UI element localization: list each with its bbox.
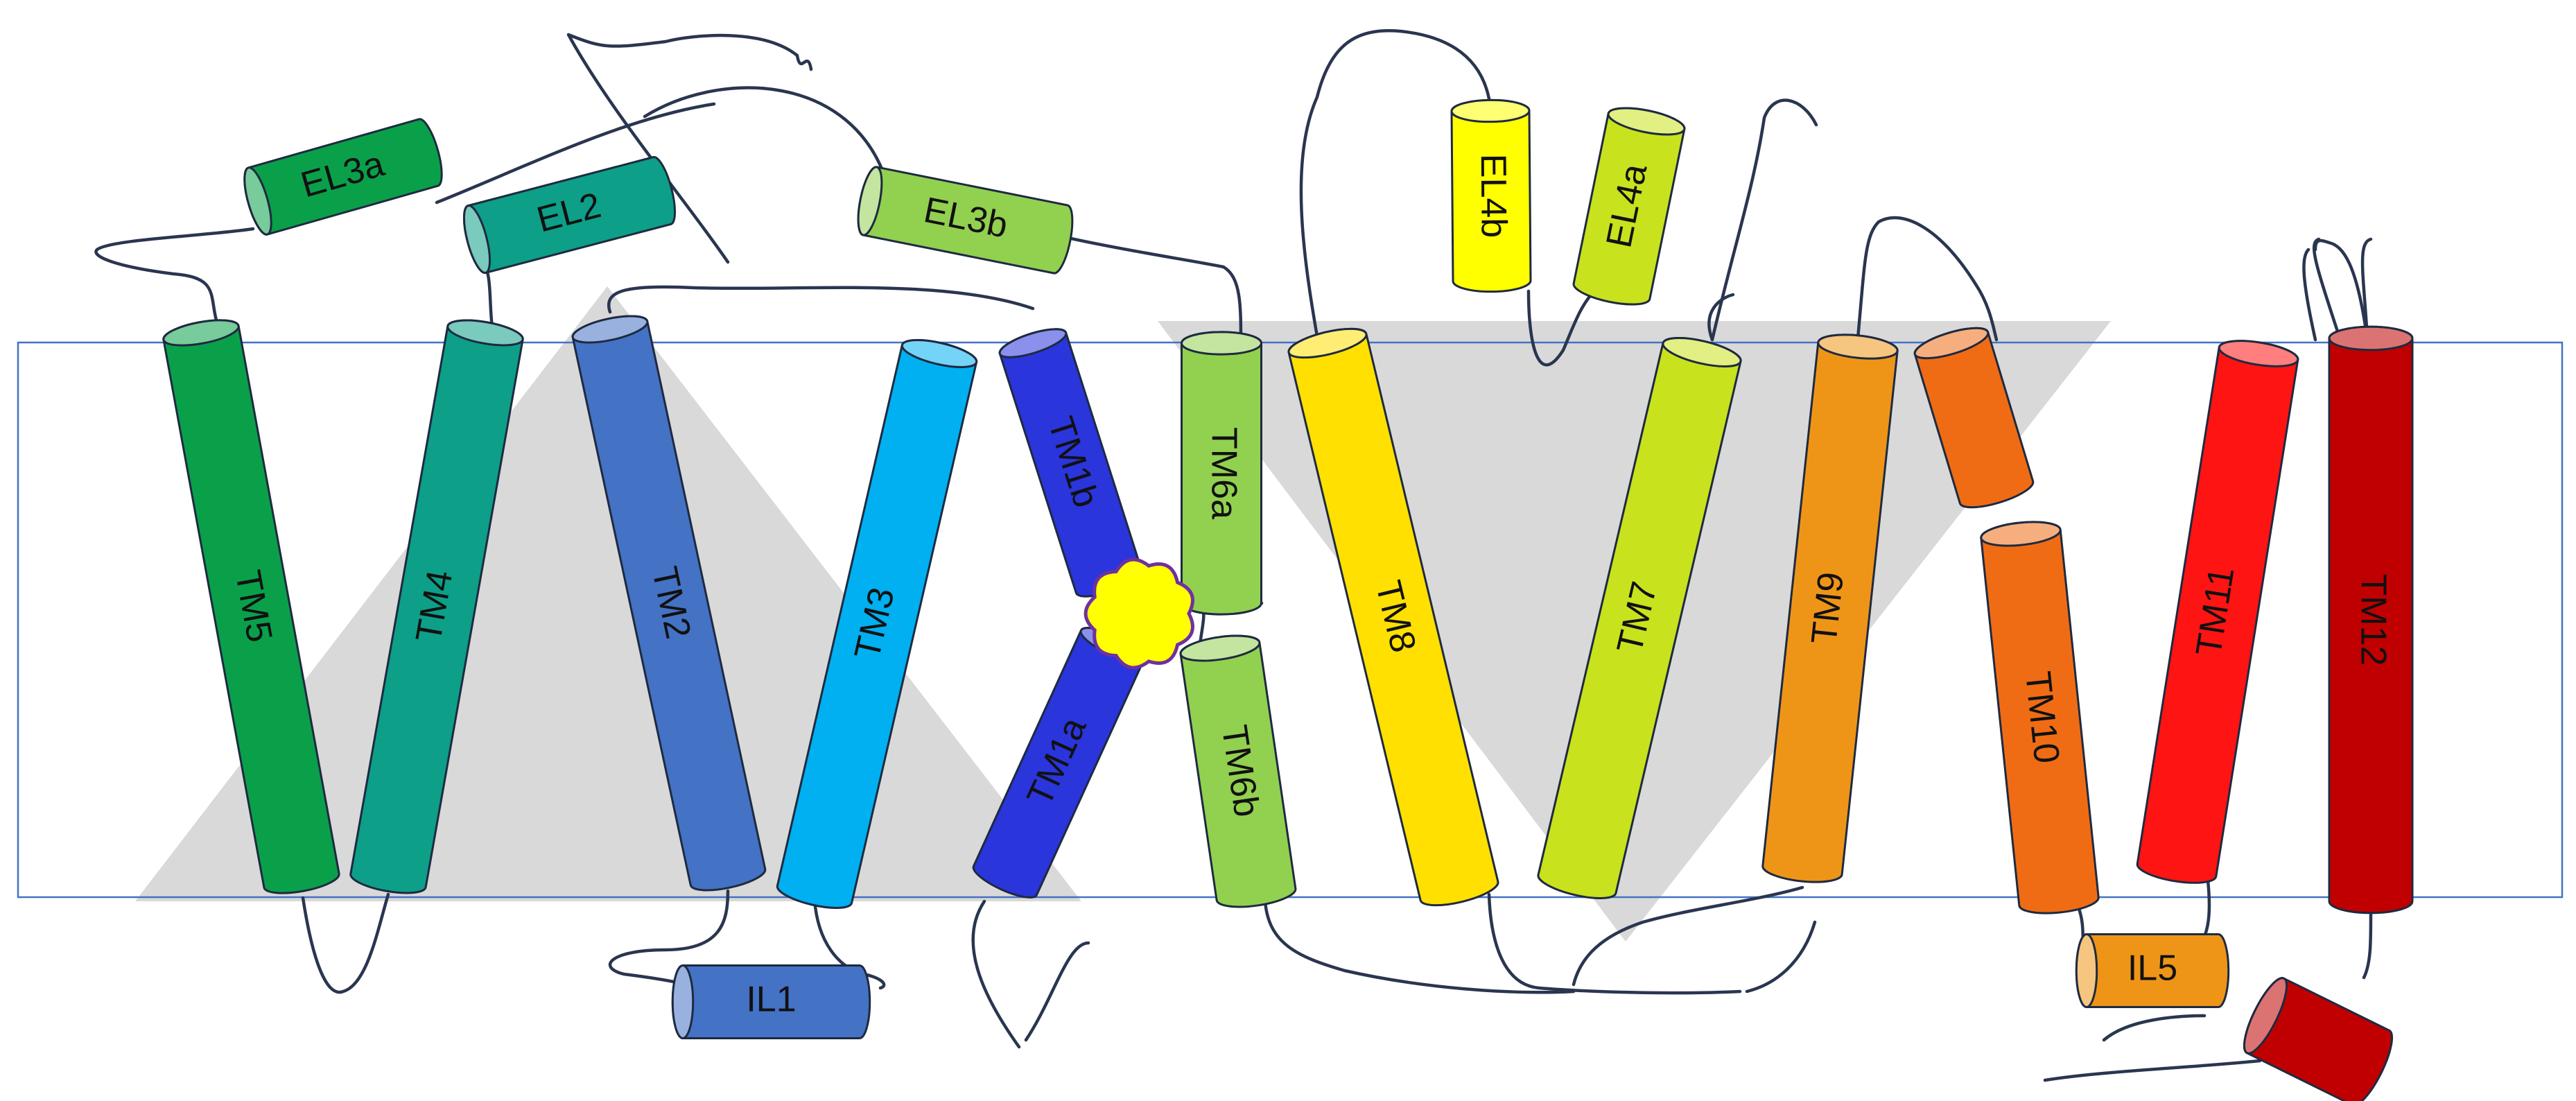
loop-13 [1526,289,1596,367]
helix-tm8: TM8 [1287,327,1499,907]
substrate-binding-site [1084,557,1194,670]
loop-32 [1024,941,1090,1042]
helix-el4b: EL4b [1450,98,1532,293]
helix-cap [446,319,524,347]
loop-20 [2313,239,2369,342]
helix-tm7: TM7 [1537,337,1742,899]
loop-5 [94,227,255,329]
helix-cap [671,964,695,1039]
helix-tm3: TM3 [776,339,978,909]
membrane-layer [17,341,2564,899]
helix-tm6a: TM6a [1181,331,1262,616]
helix-tm9: TM9 [1761,333,1899,883]
helix-cap [1607,107,1686,136]
helix-il5: IL5 [2075,933,2230,1008]
helix-cap [998,328,1068,358]
loop-3 [608,889,730,987]
helix-cap [462,205,491,274]
helix-cap [1817,333,1899,360]
helix-il1: IL1 [671,964,871,1039]
loop-6 [435,102,716,205]
helix-tm2: TM2 [571,315,767,892]
helix-cap [243,166,272,236]
helix-label: IL1 [746,980,796,1020]
helix-label: EL4b [1473,154,1514,239]
loop-24 [1745,920,1817,994]
helix-cap [2075,933,2098,1008]
helix-tm10-upper [1913,327,2035,509]
helix-tm12: TM12 [2328,325,2414,914]
helix-tm11: TM11 [2136,340,2299,884]
loop-12 [1299,29,1492,338]
helix-el2: EL2 [462,156,677,274]
helix-tm6b: TM6b [1179,634,1297,908]
helix-tm1a: TM1a [972,627,1146,899]
loop-22 [1487,892,1742,995]
loop-1 [971,899,1021,1049]
loop-27 [2102,1014,2207,1042]
helix-el3a: EL3a [243,118,443,236]
loop-21 [1263,899,1576,994]
helix-cap [2218,340,2299,367]
loop-16 [1856,216,1999,342]
helix-c-term [2243,977,2394,1101]
loop-8 [607,285,1035,314]
helix-label: TM6a [1203,427,1244,519]
helix-label: TM12 [2353,574,2393,666]
helix-tm4: TM4 [349,319,524,894]
helix-cap [2243,977,2288,1055]
loop-28 [2362,912,2373,980]
helix-cap [1913,327,1990,360]
helix-tm1b: TM1b [998,328,1144,598]
helix-cap [857,166,883,236]
helix-cap [1450,98,1531,123]
helix-cap [900,339,978,368]
helix-el3b: EL3b [857,166,1074,275]
loop-19 [2360,237,2373,340]
helix-cap [2328,325,2414,352]
helix-cap [1662,337,1742,367]
helix-cap [571,315,649,344]
helix-el4a: EL4a [1572,107,1686,306]
loop-2 [301,892,390,994]
loop-14 [1710,98,1818,342]
helix-tm5: TM5 [162,319,340,894]
helix-cap [1287,327,1368,359]
loop-18 [2302,248,2317,342]
helix-cap [1181,331,1262,356]
helix-cap [162,319,240,347]
loop-9 [643,86,889,186]
loop-17 [2312,237,2340,333]
helix-label: IL5 [2127,948,2177,989]
loop-23 [1572,885,1804,987]
loop-29 [2043,1059,2262,1082]
helix-cap [1179,634,1261,662]
loop-10 [566,33,813,264]
membrane-outline [17,341,2564,899]
helix-tm10: TM10 [1980,521,2100,914]
helix-label: TM10 [2017,670,2066,765]
substrate-site-layer [1084,557,1194,670]
loop-15 [1707,293,1735,342]
helix-label: TM9 [1804,570,1852,646]
helix-cap [1980,521,2062,547]
